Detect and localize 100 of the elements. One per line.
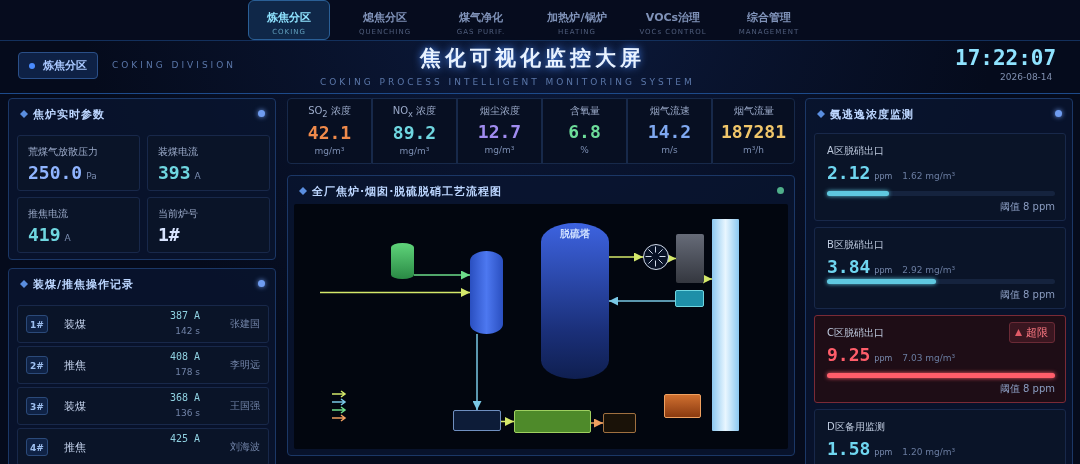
panel-title: 装煤/推焦操作记录: [33, 277, 135, 292]
operator-name: 王国强: [230, 399, 260, 413]
monitor-card: [814, 133, 1066, 221]
unit-text: Pa: [86, 171, 97, 181]
process-box: [453, 410, 501, 431]
operator-name: 张建国: [230, 317, 260, 331]
parameter-value: 250.0: [28, 162, 83, 183]
pool-box: [514, 410, 591, 433]
metric-card: [372, 98, 457, 164]
tower-drawing: [541, 223, 609, 379]
duration-text: 142 s: [175, 326, 200, 336]
unit-text: ppm: [874, 448, 893, 457]
flow-arrow: [608, 296, 676, 306]
metric-card: [457, 98, 542, 164]
parameter-value: 393: [158, 162, 191, 183]
card-label: B区脱硝出口: [827, 238, 884, 252]
card-label: D区备用监测: [827, 420, 885, 434]
current-value: 387 A: [169, 310, 200, 321]
metric-card: [542, 98, 627, 164]
metric-label: 烟气流量: [732, 104, 775, 118]
reading-value: 9.25: [827, 344, 871, 365]
metric-card: [627, 98, 712, 164]
parameter-label: 当前炉号: [158, 207, 199, 221]
tank-drawing: [391, 243, 414, 279]
metric-label: NO$_{x}$ 浓度: [391, 104, 438, 119]
panel: [8, 268, 276, 464]
flow-arrow: [703, 274, 713, 284]
chimney-drawing: [712, 219, 739, 431]
parameter-card: [17, 135, 140, 191]
duration-text: 136 s: [175, 408, 200, 418]
panel: [287, 175, 795, 456]
tower-drawing: [470, 251, 503, 334]
date-text: 2026-08-14: [1000, 72, 1053, 82]
clock-time: 17:22:07: [955, 46, 1057, 70]
unit-text: mg/m³: [398, 146, 431, 156]
alert-badge: 超限: [1009, 322, 1055, 343]
subtitle-text: COKING PROCESS INTELLIGENT MONITORING SYSTEM: [320, 77, 695, 87]
flow-arrow: [590, 418, 604, 428]
subtitle-text: COKING DIVISION: [112, 60, 237, 70]
flow-arrow: [319, 288, 471, 297]
parameter-card: [17, 197, 140, 253]
panel: [805, 98, 1073, 464]
furnace-badge: 1#: [26, 315, 48, 333]
duration-text: 178 s: [175, 367, 200, 377]
parameter-value: 1#: [158, 224, 180, 245]
parameter-label: 装煤电流: [158, 145, 199, 159]
metric-card: [712, 98, 795, 164]
record-row: [17, 428, 269, 464]
furnace-badge: 2#: [26, 356, 48, 374]
monitor-card: [814, 227, 1066, 309]
metric-label: SO$_{2}$ 浓度: [307, 104, 352, 119]
furnace-badge: 4#: [26, 438, 48, 456]
metric-label: 含氧量: [568, 104, 601, 118]
reading-value: 3.84: [827, 256, 871, 277]
metric-value: 14.2: [646, 121, 693, 142]
operator-name: 李明远: [230, 358, 260, 372]
hopper-drawing: [676, 234, 704, 283]
process-box: [675, 290, 704, 307]
parameter-card: [147, 135, 270, 191]
unit-text: mg/m³: [313, 146, 346, 156]
monitor-card: [814, 409, 1066, 464]
parameter-label: 荒煤气放散压力: [28, 145, 99, 159]
action-text: 装煤: [64, 399, 86, 414]
metric-value: 187281: [720, 121, 787, 142]
flow-arrow: [413, 270, 471, 280]
flow-arrow: [472, 333, 482, 411]
threshold-text: 阈值 8 ppm: [999, 382, 1055, 396]
parameter-card: [147, 197, 270, 253]
metric-value: 12.7: [476, 121, 523, 142]
unit-text: ppm: [874, 172, 893, 181]
panel-title: 全厂焦炉·烟囱·脱硫脱硝工艺流程图: [312, 184, 503, 199]
division-badge: 炼焦分区: [18, 52, 98, 79]
metric-label: 烟气流速: [648, 104, 691, 118]
unit-text: ppm: [874, 354, 893, 363]
current-value: 408 A: [169, 351, 200, 362]
metric-value: 42.1: [306, 122, 353, 143]
card-label: C区脱硝出口: [827, 326, 884, 340]
action-text: 装煤: [64, 317, 86, 332]
metric-label: 烟尘浓度: [478, 104, 521, 118]
reading-value: 2.12: [827, 162, 871, 183]
furnace-badge: 3#: [26, 397, 48, 415]
metric-value: 89.2: [391, 122, 438, 143]
parameter-label: 推焦电流: [28, 207, 69, 221]
metric-value: 6.8: [567, 121, 602, 142]
conversion-text: 1.62 mg/m³: [902, 171, 956, 181]
current-value: 368 A: [169, 392, 200, 403]
parameter-value: 419: [28, 224, 61, 245]
record-row: [17, 387, 269, 425]
threshold-text: 阈值 8 ppm: [999, 288, 1055, 302]
flow-arrow: [500, 417, 515, 426]
unit-text: m³/h: [741, 145, 766, 155]
card-label: A区脱硝出口: [827, 144, 884, 158]
process-box: [664, 394, 701, 418]
panel-title: 焦炉实时参数: [33, 107, 105, 122]
monitor-card: [814, 315, 1066, 403]
flow-arrow: [667, 254, 677, 263]
unit-text: mg/m³: [483, 145, 516, 155]
action-text: 推焦: [64, 358, 86, 373]
unit-text: %: [579, 145, 590, 155]
page-title: 焦化可视化监控大屏: [420, 45, 645, 72]
